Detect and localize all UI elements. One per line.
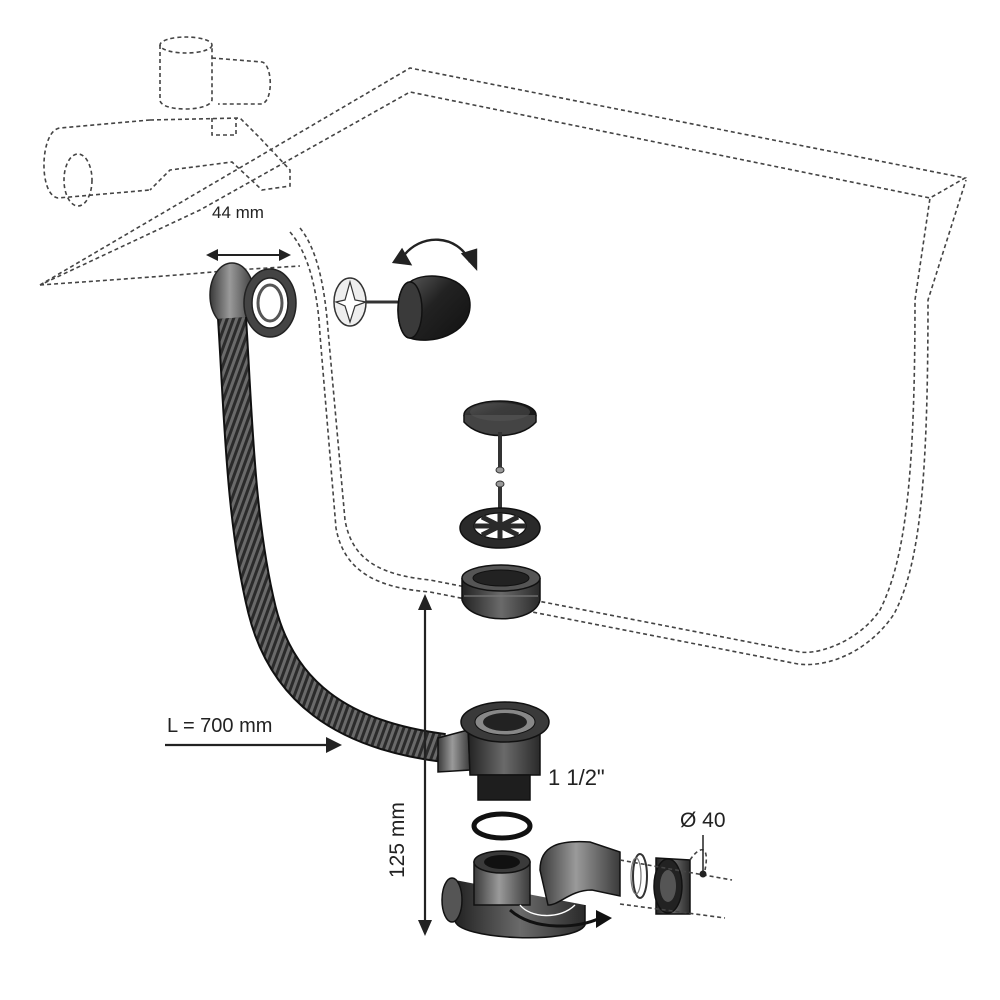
overflow-width-dimension (206, 249, 291, 261)
hose-length-label: L = 700 mm (167, 715, 272, 737)
grid-strainer (459, 480, 541, 549)
drain-height-label: 125 mm (386, 802, 409, 878)
siphon-trap (441, 840, 621, 939)
overflow-cover-plate (333, 277, 400, 327)
drain-body (437, 701, 550, 801)
rotation-arrow-icon (391, 238, 478, 272)
overflow-width-label: 44 mm (212, 203, 264, 222)
faucet-outline (43, 36, 291, 207)
outlet-diameter-callout (699, 835, 707, 878)
hose-length-arrow (165, 737, 342, 753)
overflow-head (209, 262, 297, 338)
trap-rotation-arrow-icon (509, 908, 612, 928)
o-ring (471, 811, 533, 841)
outlet-diameter-label: Ø 40 (680, 809, 726, 832)
outlet-nut (653, 857, 691, 915)
flexible-hose (217, 317, 446, 763)
thread-size-label: 1 1/2" (548, 765, 605, 790)
rotary-knob (397, 275, 471, 341)
drain-height-dimension (418, 594, 432, 936)
popup-plug-cap (463, 400, 537, 474)
outlet-seal-ring (630, 853, 648, 899)
drain-seal (461, 564, 541, 620)
